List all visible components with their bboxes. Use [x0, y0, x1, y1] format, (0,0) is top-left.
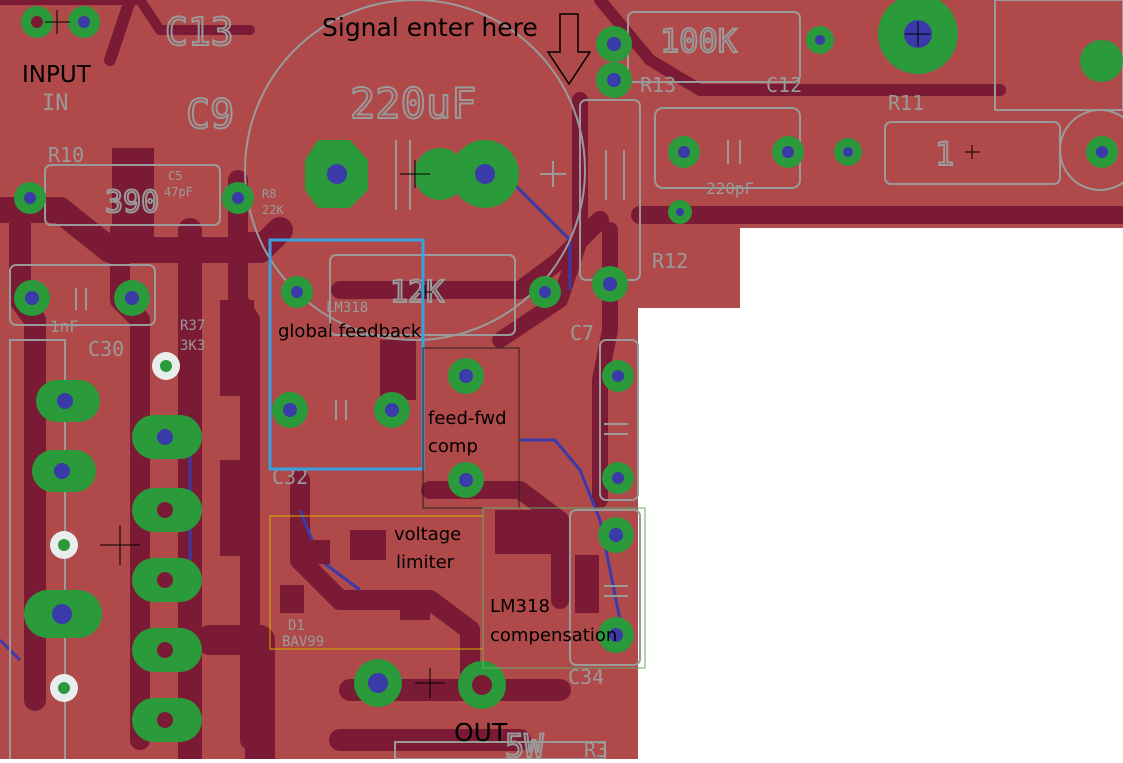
label-220uf: 220uF — [350, 79, 476, 128]
annotation-out: OUT — [454, 718, 508, 747]
label-r12: R12 — [652, 249, 688, 273]
annotation-signal-enter: Signal enter here — [322, 13, 538, 42]
label-lm318: LM318 — [326, 300, 368, 316]
label-390: 390 — [105, 185, 159, 220]
silkscreen-labels: C13 C9 220uF IN R10 390 C5 47pF R8 22K R… — [42, 9, 955, 763]
label-c13: C13 — [165, 10, 234, 54]
label-c34: C34 — [568, 665, 604, 689]
label-r10: R10 — [48, 143, 84, 167]
label-in: IN — [42, 91, 69, 116]
label-r37: R37 — [180, 318, 205, 334]
label-3k3: 3K3 — [180, 338, 205, 354]
label-c9: C9 — [186, 92, 234, 138]
label-22k: 22K — [262, 203, 284, 217]
lm318-compensation-box — [482, 507, 646, 669]
annotation-feedfwd-line2: comp — [428, 436, 478, 457]
label-c7: C7 — [570, 321, 594, 345]
origin-crosses — [45, 10, 980, 698]
annotation-feedfwd-line1: feed-fwd — [428, 408, 507, 429]
label-220pf: 220pF — [706, 179, 754, 198]
label-c12: C12 — [766, 73, 802, 97]
through-hole-pads — [14, 0, 1123, 742]
label-47pf: 47pF — [164, 185, 193, 199]
feedfwd-comp-box — [422, 347, 520, 509]
label-1nf: 1nF — [50, 317, 79, 336]
label-bav99: BAV99 — [282, 634, 324, 650]
label-c30: C30 — [88, 337, 124, 361]
label-r13: R13 — [640, 73, 676, 97]
signal-arrow-icon — [546, 13, 592, 86]
label-100k: 100K — [660, 22, 738, 60]
annotation-voltage-line2: limiter — [396, 552, 455, 573]
annotation-input: INPUT — [22, 62, 92, 88]
label-r11: R11 — [888, 91, 924, 115]
label-d1: D1 — [288, 618, 305, 634]
annotation-voltage-line1: voltage — [394, 524, 461, 545]
label-12k: 12K — [390, 275, 444, 310]
annotation-labels: Signal enter here INPUT global feedback … — [22, 13, 617, 747]
label-c5: C5 — [168, 169, 182, 183]
annotation-lm318-line1: LM318 — [490, 596, 550, 617]
label-r8: R8 — [262, 187, 276, 201]
annotation-boxes — [268, 238, 646, 669]
label-1: 1 — [935, 135, 954, 173]
annotation-global-feedback: global feedback — [278, 321, 422, 342]
silkscreen-symbols — [75, 140, 741, 597]
label-r3: R3 — [584, 738, 608, 759]
label-5w: 5W — [505, 727, 544, 759]
annotation-lm318-line2: compensation — [490, 625, 617, 646]
